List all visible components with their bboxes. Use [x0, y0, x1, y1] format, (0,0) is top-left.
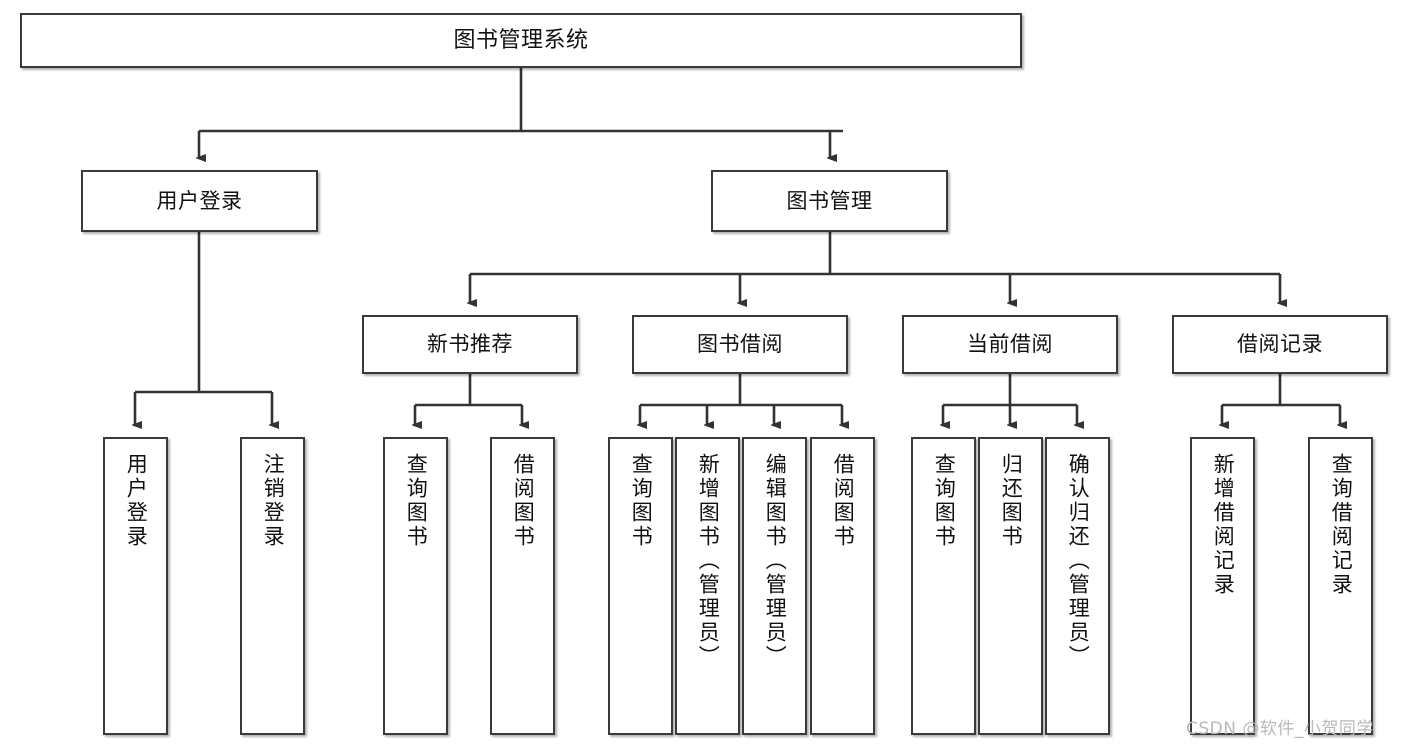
node-label: 借阅图书	[831, 453, 856, 549]
node-leaf-newbook-query-books[interactable]: 查询图书	[383, 437, 448, 735]
node-user-login[interactable]: 用户登录	[81, 170, 318, 232]
node-label: 查询图书	[932, 453, 957, 549]
node-leaf-bookborrow-borrow-books[interactable]: 借阅图书	[810, 437, 875, 735]
node-label: 用户登录	[156, 188, 243, 213]
node-book-borrowing[interactable]: 图书借阅	[632, 315, 848, 374]
node-leaf-bookborrow-edit-book-admin[interactable]: 编辑图书（管理员）	[742, 437, 807, 735]
node-label: 查询图书	[404, 453, 429, 549]
node-current-borrowing[interactable]: 当前借阅	[902, 315, 1118, 374]
node-new-book-recommendation[interactable]: 新书推荐	[362, 315, 578, 374]
node-leaf-bookborrow-query-books[interactable]: 查询图书	[608, 437, 673, 735]
node-label: 新增借阅记录	[1211, 453, 1236, 597]
node-leaf-currentborrow-query-books[interactable]: 查询图书	[911, 437, 976, 735]
node-label: 图书管理	[786, 188, 873, 213]
node-leaf-logout[interactable]: 注销登录	[240, 437, 305, 735]
node-leaf-bookborrow-add-book-admin[interactable]: 新增图书（管理员）	[675, 437, 740, 735]
node-leaf-borrowrecord-add-record[interactable]: 新增借阅记录	[1190, 437, 1255, 735]
node-label: 图书借阅	[697, 332, 783, 357]
node-label: 注销登录	[261, 453, 286, 549]
node-book-management[interactable]: 图书管理	[711, 170, 948, 232]
node-leaf-currentborrow-confirm-return-admin[interactable]: 确认归还（管理员）	[1045, 437, 1110, 735]
node-borrowing-record[interactable]: 借阅记录	[1172, 315, 1388, 374]
node-leaf-currentborrow-return-books[interactable]: 归还图书	[978, 437, 1043, 735]
node-label: 新书推荐	[427, 332, 513, 357]
node-label: 借阅图书	[511, 453, 536, 549]
node-leaf-borrowrecord-query-record[interactable]: 查询借阅记录	[1308, 437, 1373, 735]
node-leaf-user-login[interactable]: 用户登录	[103, 437, 168, 735]
node-label: 当前借阅	[967, 332, 1053, 357]
node-label: 归还图书	[999, 453, 1024, 549]
node-label: 用户登录	[124, 453, 149, 549]
node-label: 编辑图书（管理员）	[763, 453, 788, 669]
node-label: 借阅记录	[1237, 332, 1323, 357]
node-label: 图书管理系统	[453, 27, 589, 53]
csdn-watermark: CSDN @软件_小贺同学	[1186, 719, 1374, 739]
node-label: 查询图书	[629, 453, 654, 549]
node-label: 查询借阅记录	[1329, 453, 1354, 597]
node-label: 新增图书（管理员）	[696, 453, 721, 669]
node-label: 确认归还（管理员）	[1066, 453, 1091, 669]
node-root-book-management-system[interactable]: 图书管理系统	[20, 13, 1022, 68]
node-leaf-newbook-borrow-books[interactable]: 借阅图书	[490, 437, 555, 735]
